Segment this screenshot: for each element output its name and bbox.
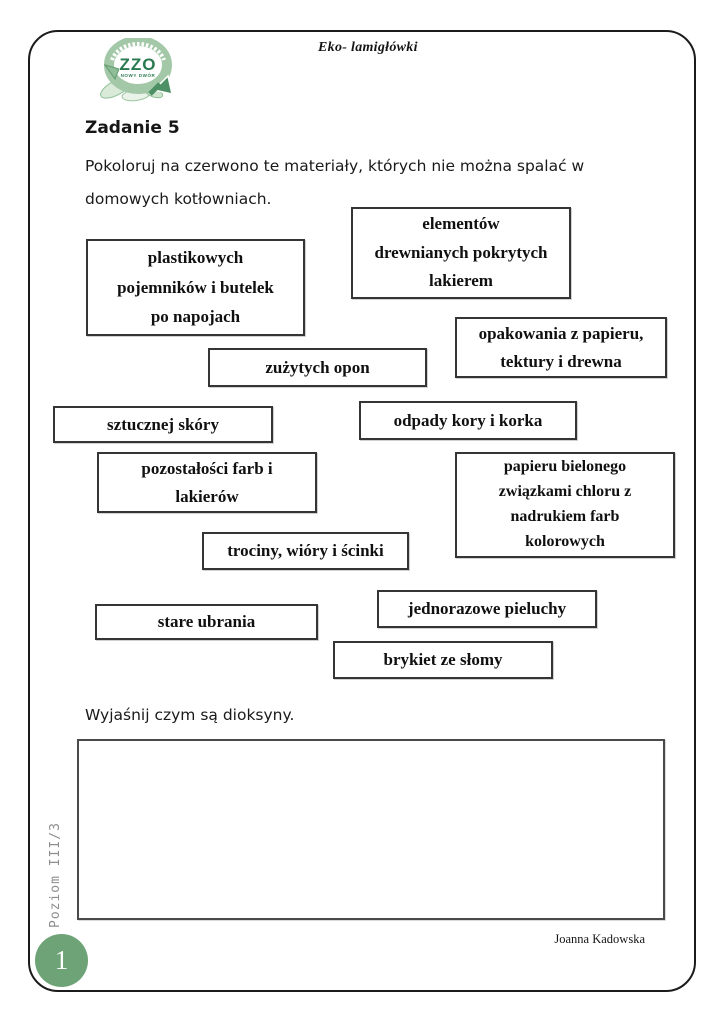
recycle-arrow-right-icon [148, 74, 173, 96]
material-box-disposable-diapers[interactable]: jednorazowe pieluchy [377, 590, 597, 628]
task-heading: Zadanie 5 [85, 118, 180, 138]
material-box-straw-briquette[interactable]: brykiet ze słomy [333, 641, 553, 679]
recycle-arrow-left-icon [103, 64, 120, 81]
material-box-sawdust-shavings[interactable]: trociny, wióry i ścinki [202, 532, 409, 570]
material-box-old-clothes[interactable]: stare ubrania [95, 604, 318, 640]
material-box-paint-residues[interactable]: pozostałości farb i lakierów [97, 452, 317, 513]
task-instruction: Pokoloruj na czerwono te materiały, któr… [85, 157, 585, 209]
material-box-artificial-leather[interactable]: sztucznej skóry [53, 406, 273, 443]
logo-subtitle: NOWY DWÓR [121, 71, 156, 78]
author-name: Joanna Kadowska [554, 932, 645, 946]
page-number-badge: 1 [35, 934, 88, 987]
logo-ring [104, 36, 172, 94]
zzo-logo-graphic: ZZO NOWY DWÓR [100, 36, 173, 102]
logo-ring-text-texture [110, 41, 166, 61]
page-title: Eko- lamigłówki [318, 40, 418, 55]
logo-acronym: ZZO [120, 55, 157, 74]
question-text: Wyjaśnij czym są dioksyny. [85, 706, 295, 724]
answer-box[interactable] [77, 739, 665, 920]
material-box-lacquered-wood[interactable]: elementów drewnianych pokrytych lakierem [351, 207, 571, 299]
material-box-paper-packaging[interactable]: opakowania z papieru, tektury i drewna [455, 317, 667, 378]
material-box-plastic-containers[interactable]: plastikowych pojemników i butelek po nap… [86, 239, 305, 336]
zzo-logo: ZZO NOWY DWÓR [92, 36, 188, 106]
material-box-bleached-paper[interactable]: papieru bielonego związkami chloru z nad… [455, 452, 675, 558]
page-border [28, 30, 696, 992]
material-box-used-tires[interactable]: zużytych opon [208, 348, 427, 387]
level-label: Poziom III/3 [48, 822, 63, 928]
material-box-bark-cork-waste[interactable]: odpady kory i korka [359, 401, 577, 440]
